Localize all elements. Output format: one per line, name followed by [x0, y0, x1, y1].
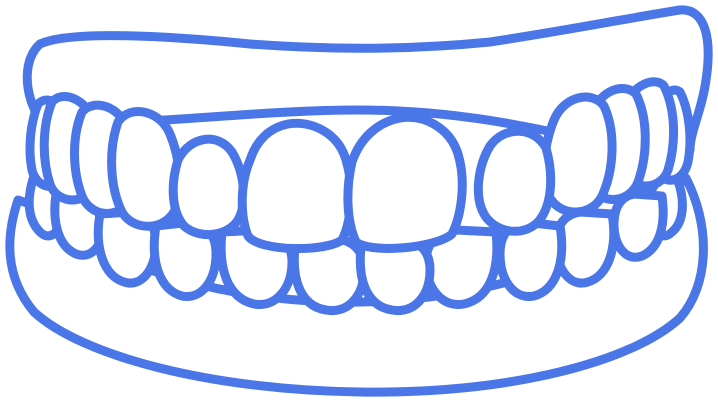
upper-tooth: [473, 126, 556, 236]
lower-tooth: [551, 207, 619, 288]
upper-tooth: [237, 118, 356, 254]
lower-tooth: [609, 189, 668, 262]
upper-tooth: [168, 134, 249, 240]
upper-tooth: [539, 92, 617, 217]
upper-tooth: [343, 112, 467, 253]
upper-tooth: [107, 107, 185, 231]
upper-gum: [22, 5, 713, 165]
